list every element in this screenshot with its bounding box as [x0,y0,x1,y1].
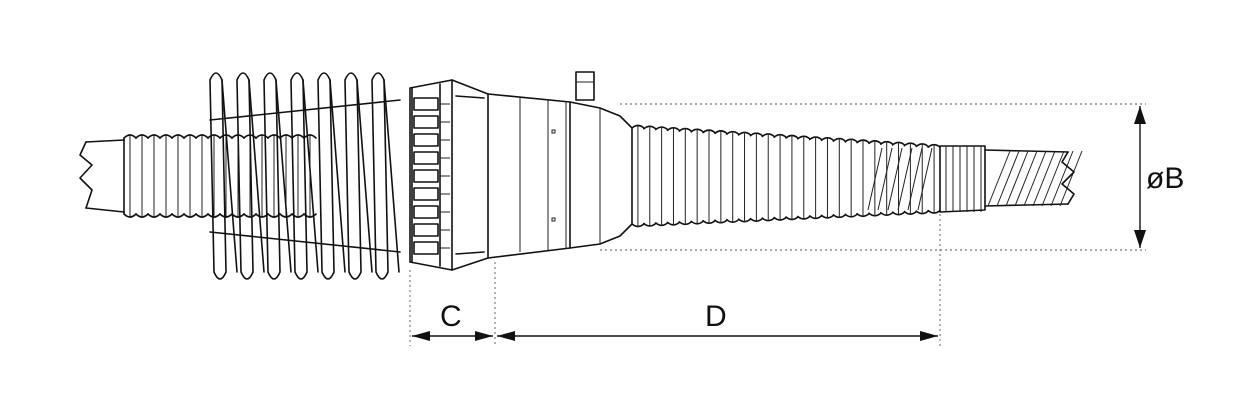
dimension-b-label: øB [1146,162,1184,195]
dimension-c-d: C D [409,214,941,346]
right-cable [1061,151,1075,205]
left-cable [79,139,125,213]
twisted-wire-section [867,145,1083,213]
right-corrugated-sleeve [631,124,941,228]
dimension-c-label: C [440,300,462,333]
main-body [487,71,633,259]
finger-clamp [409,79,489,271]
dimension-b: øB [600,103,1184,251]
dimension-d-label: D [705,300,727,333]
spring-coils [209,72,400,280]
